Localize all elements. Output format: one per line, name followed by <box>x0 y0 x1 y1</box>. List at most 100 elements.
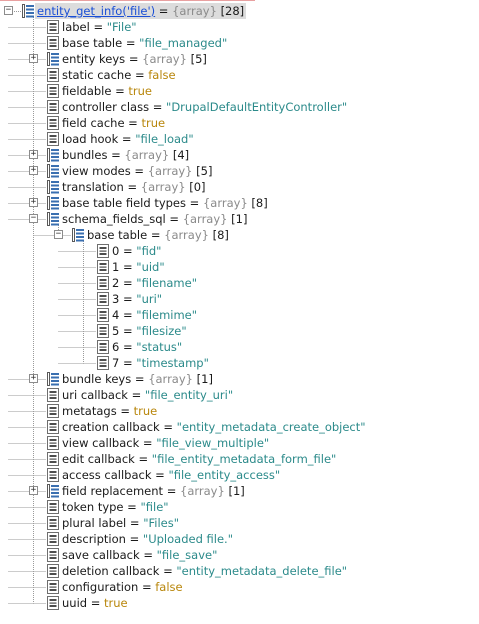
collapse-minus-icon[interactable]: − <box>54 229 63 239</box>
item-label[interactable]: base table = "file_managed" <box>60 35 229 51</box>
item-label[interactable]: translation = {array} [0] <box>60 179 208 195</box>
item-label[interactable]: save callback = "file_save" <box>60 547 219 563</box>
item-label[interactable]: 0 = "fid" <box>110 243 163 259</box>
item-value: true <box>128 84 152 98</box>
tree-root-row[interactable]: − entity_get_info('file') = {array} [28] <box>0 3 479 19</box>
tree-row[interactable]: uuid = true <box>0 595 479 611</box>
tree-row[interactable]: − schema_fields_sql = {array} [1] <box>0 211 479 227</box>
item-label[interactable]: 1 = "uid" <box>110 259 167 275</box>
tree-row[interactable]: label = "File" <box>0 19 479 35</box>
item-label[interactable]: schema_fields_sql = {array} [1] <box>60 211 249 227</box>
item-key: 3 <box>112 292 120 306</box>
tree-row[interactable]: 0 = "fid" <box>0 243 479 259</box>
tree-row[interactable]: load hook = "file_load" <box>0 131 479 147</box>
tree-row[interactable]: 7 = "timestamp" <box>0 355 479 371</box>
item-label[interactable]: controller class = "DrupalDefaultEntityC… <box>60 99 349 115</box>
expand-plus-icon[interactable]: + <box>29 485 38 495</box>
item-value: "entity_metadata_delete_file" <box>176 564 348 578</box>
tree-row[interactable]: plural label = "Files" <box>0 515 479 531</box>
item-label[interactable]: plural label = "Files" <box>60 515 181 531</box>
equals-sign: = <box>159 564 177 578</box>
tree-row[interactable]: + field replacement = {array} [1] <box>0 483 479 499</box>
tree-row[interactable]: 1 = "uid" <box>0 259 479 275</box>
item-label[interactable]: 3 = "uri" <box>110 291 164 307</box>
item-label[interactable]: access callback = "file_entity_access" <box>60 467 282 483</box>
item-key: controller class <box>62 100 150 114</box>
root-expression[interactable]: entity_get_info('file') <box>37 4 156 18</box>
tree-row[interactable]: + bundle keys = {array} [1] <box>0 371 479 387</box>
item-label[interactable]: uri callback = "file_entity_uri" <box>60 387 235 403</box>
variable-scalar-icon <box>47 452 59 466</box>
item-label[interactable]: 7 = "timestamp" <box>110 355 211 371</box>
item-label[interactable]: static cache = false <box>60 67 178 83</box>
item-label[interactable]: deletion callback = "entity_metadata_del… <box>60 563 349 579</box>
expand-plus-icon[interactable]: + <box>29 373 38 383</box>
expand-plus-icon[interactable]: + <box>29 197 38 207</box>
equals-sign: = <box>119 260 137 274</box>
item-label[interactable]: token type = "file" <box>60 499 171 515</box>
tree-row[interactable]: + base table field types = {array} [8] <box>0 195 479 211</box>
tree-row[interactable]: + entity keys = {array} [5] <box>0 51 479 67</box>
tree-row[interactable]: + view modes = {array} [5] <box>0 163 479 179</box>
item-label[interactable]: 4 = "filemime" <box>110 307 199 323</box>
item-label[interactable]: creation callback = "entity_metadata_cre… <box>60 419 368 435</box>
tree-row[interactable]: view callback = "file_view_multiple" <box>0 435 479 451</box>
variable-scalar-icon <box>97 308 109 322</box>
tree-row[interactable]: save callback = "file_save" <box>0 547 479 563</box>
item-label[interactable]: entity keys = {array} [5] <box>60 51 209 67</box>
item-label[interactable]: uuid = true <box>60 595 130 611</box>
tree-row[interactable]: translation = {array} [0] <box>0 179 479 195</box>
tree-row[interactable]: uri callback = "file_entity_uri" <box>0 387 479 403</box>
tree-row[interactable]: configuration = false <box>0 579 479 595</box>
tree-row[interactable]: token type = "file" <box>0 499 479 515</box>
collapse-minus-icon[interactable]: − <box>29 213 38 223</box>
item-label[interactable]: 6 = "status" <box>110 339 184 355</box>
item-label[interactable]: 2 = "filename" <box>110 275 199 291</box>
item-label[interactable]: view callback = "file_view_multiple" <box>60 435 271 451</box>
item-label[interactable]: load hook = "file_load" <box>60 131 196 147</box>
tree-row[interactable]: description = "Uploaded file." <box>0 531 479 547</box>
equals-sign: = <box>118 132 136 146</box>
item-label[interactable]: field replacement = {array} [1] <box>60 483 247 499</box>
tree-row[interactable]: edit callback = "file_entity_metadata_fo… <box>0 451 479 467</box>
item-label[interactable]: field cache = true <box>60 115 167 131</box>
item-label[interactable]: 5 = "filesize" <box>110 323 189 339</box>
expand-plus-icon[interactable]: + <box>29 53 38 63</box>
tree-row[interactable]: 2 = "filename" <box>0 275 479 291</box>
item-value: "uri" <box>136 292 163 306</box>
item-label[interactable]: bundle keys = {array} [1] <box>60 371 215 387</box>
tree-row[interactable]: 6 = "status" <box>0 339 479 355</box>
item-value: "status" <box>136 340 183 354</box>
item-label[interactable]: edit callback = "file_entity_metadata_fo… <box>60 451 338 467</box>
tree-row[interactable]: controller class = "DrupalDefaultEntityC… <box>0 99 479 115</box>
tree-row[interactable]: 5 = "filesize" <box>0 323 479 339</box>
tree-row[interactable]: creation callback = "entity_metadata_cre… <box>0 419 479 435</box>
item-label[interactable]: fieldable = true <box>60 83 154 99</box>
item-label[interactable]: view modes = {array} [5] <box>60 163 214 179</box>
root-label[interactable]: entity_get_info('file') = {array} [28] <box>35 3 247 19</box>
item-label[interactable]: description = "Uploaded file." <box>60 531 235 547</box>
tree-row[interactable]: access callback = "file_entity_access" <box>0 467 479 483</box>
tree-row[interactable]: field cache = true <box>0 115 479 131</box>
item-label[interactable]: metatags = true <box>60 403 159 419</box>
tree-row[interactable]: deletion callback = "entity_metadata_del… <box>0 563 479 579</box>
item-label[interactable]: base table = {array} [8] <box>85 227 231 243</box>
item-label[interactable]: configuration = false <box>60 579 185 595</box>
item-label[interactable]: bundles = {array} [4] <box>60 147 191 163</box>
tree-row[interactable]: metatags = true <box>0 403 479 419</box>
tree-row[interactable]: static cache = false <box>0 67 479 83</box>
item-label[interactable]: label = "File" <box>60 19 139 35</box>
tree-row[interactable]: + bundles = {array} [4] <box>0 147 479 163</box>
tree-row[interactable]: 3 = "uri" <box>0 291 479 307</box>
item-key: schema_fields_sql <box>62 212 166 226</box>
tree-row[interactable]: base table = "file_managed" <box>0 35 479 51</box>
equals-sign: = <box>119 356 137 370</box>
collapse-minus-icon[interactable]: − <box>4 5 13 15</box>
item-label[interactable]: base table field types = {array} [8] <box>60 195 270 211</box>
equals-sign: = <box>119 324 137 338</box>
tree-row[interactable]: fieldable = true <box>0 83 479 99</box>
tree-row[interactable]: − base table = {array} [8] <box>0 227 479 243</box>
tree-row[interactable]: 4 = "filemime" <box>0 307 479 323</box>
expand-plus-icon[interactable]: + <box>29 165 38 175</box>
expand-plus-icon[interactable]: + <box>29 149 38 159</box>
